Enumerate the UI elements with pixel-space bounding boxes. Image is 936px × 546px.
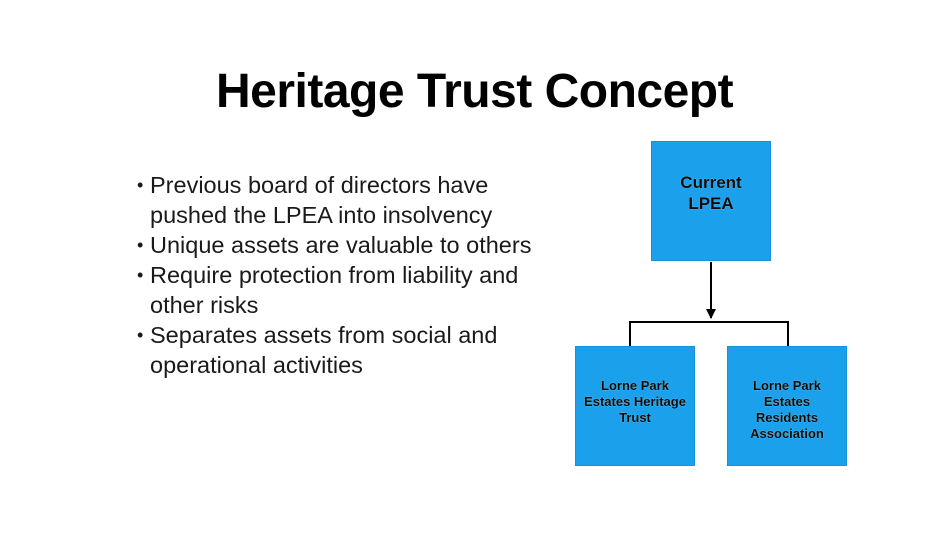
current-lpea-box: Current LPEA [651,141,771,261]
bullet-list: Previous board of directors have pushed … [137,170,537,380]
bullet-item: Previous board of directors have pushed … [137,170,537,230]
slide-title: Heritage Trust Concept [216,65,734,118]
bullet-item: Unique assets are valuable to others [137,230,537,260]
residents-association-box: Lorne Park Estates Residents Association [727,346,847,466]
heritage-trust-box: Lorne Park Estates Heritage Trust [575,346,695,466]
bullet-item: Require protection from liability and ot… [137,260,537,320]
current-lpea-label: Current LPEA [680,173,742,213]
bullet-item: Separates assets from social and operati… [137,320,537,380]
heritage-trust-label: Lorne Park Estates Heritage Trust [584,378,686,425]
residents-association-label: Lorne Park Estates Residents Association [750,378,824,441]
